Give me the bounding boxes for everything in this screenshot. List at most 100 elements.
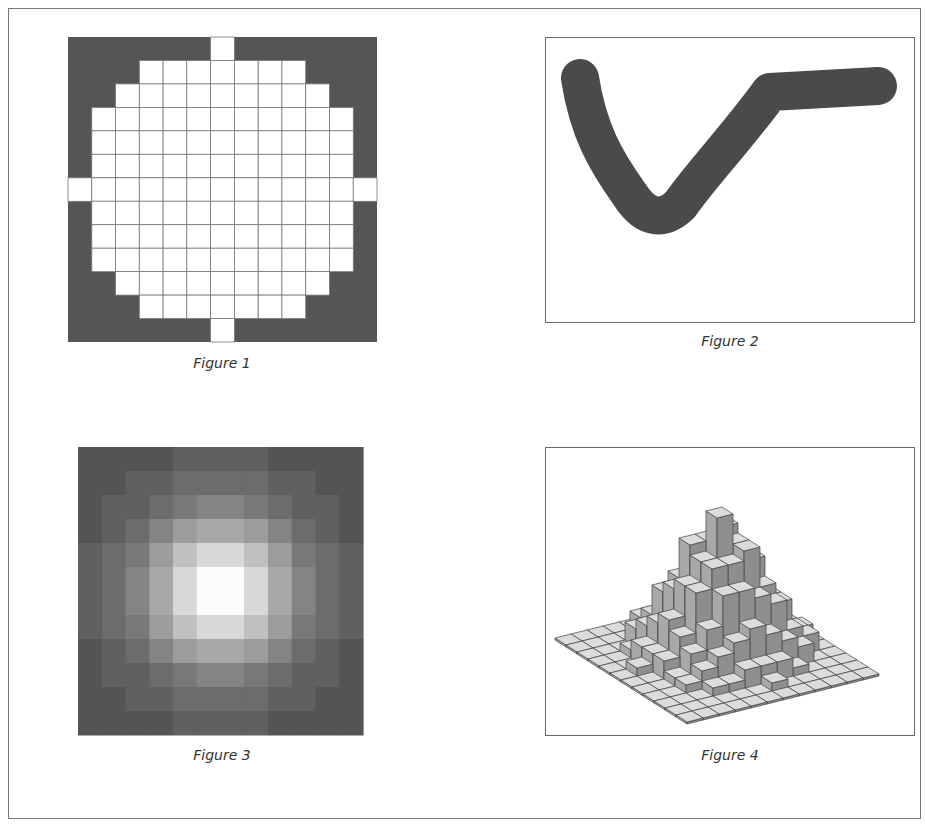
pixel-cell: [139, 154, 163, 178]
pixel-cell: [211, 319, 235, 343]
pixel-cell: [316, 447, 340, 472]
pixel-cell: [139, 61, 163, 85]
pixel-cell: [234, 201, 258, 225]
pixel-cell: [211, 154, 235, 178]
pixel-cell: [339, 639, 363, 664]
pixel-cell: [116, 178, 140, 202]
pixel-cell: [339, 447, 363, 472]
figure-caption: Figure 4: [630, 746, 830, 764]
pixel-cell: [330, 178, 354, 202]
pixel-cell: [211, 131, 235, 155]
pixel-cell: [78, 663, 102, 688]
figure-caption: Figure 1: [122, 354, 322, 372]
pixel-cell: [339, 615, 363, 640]
thick-stroke-shape: [580, 78, 878, 215]
pixel-cell: [126, 495, 150, 520]
pixel-cell: [292, 519, 316, 544]
pixel-cell: [306, 131, 330, 155]
pixel-cell: [78, 519, 102, 544]
pixel-cell: [197, 639, 221, 664]
pixel-cell: [316, 663, 340, 688]
pixel-cell: [173, 615, 197, 640]
pixel-cell: [268, 663, 292, 688]
pixel-cell: [78, 447, 102, 472]
pixel-cell: [268, 447, 292, 472]
pixel-cell: [211, 248, 235, 272]
pixel-cell: [339, 663, 363, 688]
pixel-cell: [102, 687, 126, 712]
binary-disk-figure: [68, 37, 377, 342]
pixel-cell: [68, 178, 92, 202]
pixel-cell: [187, 84, 211, 108]
pixel-cell: [163, 131, 187, 155]
pixel-cell: [102, 543, 126, 568]
pixel-cell: [149, 639, 173, 664]
pixel-cell: [292, 663, 316, 688]
pixel-cell: [316, 543, 340, 568]
pixel-cell: [197, 519, 221, 544]
pixel-cell: [244, 567, 268, 592]
binary-stroke-figure: [546, 38, 915, 323]
pixel-cell: [292, 615, 316, 640]
pixel-cell: [173, 471, 197, 496]
page-frame: [9, 9, 921, 819]
pixel-cell: [197, 447, 221, 472]
pixel-cell: [282, 225, 306, 249]
bar-face: [701, 558, 728, 569]
pixel-cell: [102, 663, 126, 688]
bar-face: [680, 643, 707, 654]
pixel-cell: [197, 591, 221, 616]
pixel-cell: [78, 615, 102, 640]
pixel-cell: [292, 687, 316, 712]
bar-face: [696, 619, 723, 630]
pixel-cell: [316, 591, 340, 616]
pixel-cell: [102, 495, 126, 520]
pixel-cell: [92, 178, 116, 202]
pixel-cell: [102, 447, 126, 472]
figure-caption: Figure 2: [630, 332, 830, 350]
pixel-cell: [173, 639, 197, 664]
pixel-cell: [221, 471, 245, 496]
pixel-cell: [282, 295, 306, 319]
pixel-cell: [116, 154, 140, 178]
pixel-cell: [244, 519, 268, 544]
pixel-cell: [92, 154, 116, 178]
pixel-cell: [306, 248, 330, 272]
pixel-cell: [78, 495, 102, 520]
pixel-cell: [187, 225, 211, 249]
dark-background: [68, 37, 377, 342]
pixel-cell: [244, 591, 268, 616]
pixel-cell: [173, 519, 197, 544]
pixel-cell: [102, 519, 126, 544]
pixel-cell: [139, 84, 163, 108]
pixel-cell: [139, 248, 163, 272]
pixel-cell: [244, 687, 268, 712]
pixel-cell: [234, 61, 258, 85]
pixel-cell: [306, 84, 330, 108]
pixel-cell: [197, 687, 221, 712]
pixel-cell: [173, 567, 197, 592]
pixel-cell: [234, 225, 258, 249]
pixel-cell: [258, 178, 282, 202]
pixel-cell: [258, 201, 282, 225]
pixel-cell: [339, 687, 363, 712]
pixel-cell: [149, 615, 173, 640]
pixel-cell: [116, 131, 140, 155]
pixel-cell: [282, 84, 306, 108]
pixel-cell: [268, 543, 292, 568]
pixel-cell: [163, 154, 187, 178]
pixel-cell: [197, 471, 221, 496]
pixel-cell: [102, 567, 126, 592]
bar-face: [734, 659, 761, 670]
pixel-cell: [149, 591, 173, 616]
pixel-cell: [258, 107, 282, 130]
pixel-cell: [197, 615, 221, 640]
pixel-cell: [306, 178, 330, 202]
pixel-cell: [292, 495, 316, 520]
pixel-cell: [116, 107, 140, 130]
bar-face: [676, 711, 703, 722]
pixel-cell: [316, 639, 340, 664]
pixel-cell: [292, 591, 316, 616]
bar-face: [707, 646, 734, 657]
pixel-cell: [306, 225, 330, 249]
